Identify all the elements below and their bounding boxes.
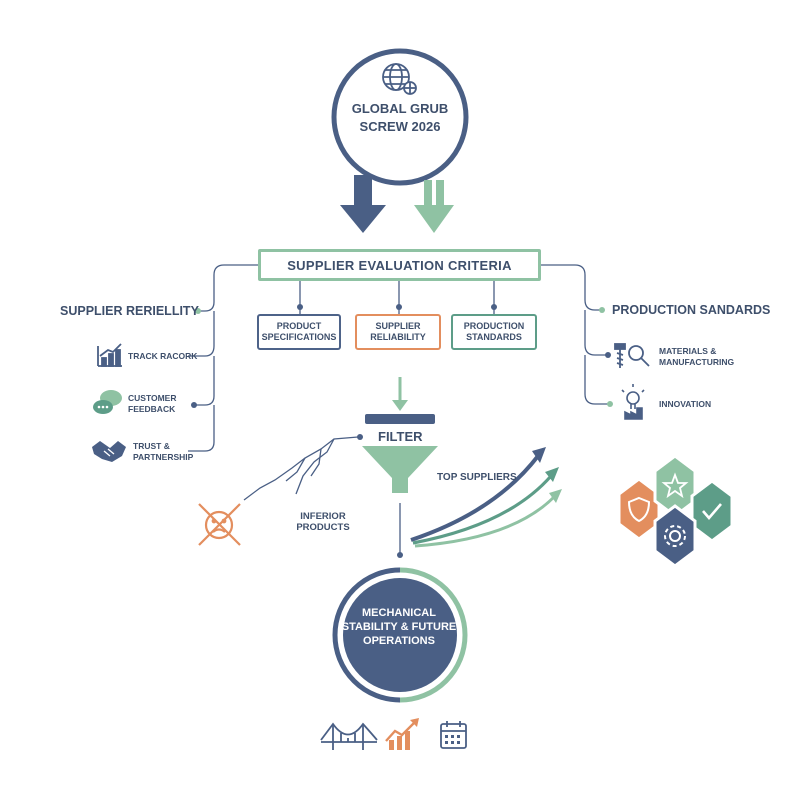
- connector-dots: [191, 304, 611, 558]
- criteria-title: SUPPLIER EVALUATION CRITERIA: [258, 249, 541, 281]
- hexagon-quality-icons: [617, 454, 734, 568]
- criteria-production-standards: PRODUCTION STANDARDS: [451, 314, 537, 350]
- shield-icon: [627, 496, 651, 523]
- speech-bubbles-icon: [93, 390, 122, 414]
- left-item-customer-feedback: CUSTOMER FEEDBACK: [128, 393, 177, 414]
- header-title: GLOBAL GRUB SCREW 2026: [351, 101, 449, 134]
- green-down-arrow: [414, 180, 454, 233]
- bar-chart-icon: [97, 343, 122, 367]
- branch-dots: [195, 307, 613, 407]
- navy-down-arrow: [340, 175, 386, 233]
- right-item-materials-manufacturing: MATERIALS & MANUFACTURING: [659, 346, 735, 367]
- connector-lines: [188, 264, 610, 555]
- criteria-supplier-reliability: SUPPLIER RELIABILITY: [355, 314, 441, 350]
- left-branch-title: SUPPLIER RERIELLITY: [60, 304, 199, 318]
- globe-icon: [382, 63, 417, 95]
- calendar-icon: [440, 721, 467, 749]
- header-circle: [331, 48, 469, 186]
- checkmark-icon: [702, 503, 722, 520]
- left-item-track-record: TRACK RACORK: [128, 351, 198, 361]
- result-circle: [332, 567, 468, 703]
- gear-icon: [664, 525, 686, 547]
- result-title: MECHANICAL STABILITY & FUTURE OPERATIONS: [341, 607, 457, 647]
- left-item-trust-partnership: TRUST & PARTNERSHIP: [133, 441, 194, 462]
- right-branch-title: PRODUCTION SANDARDS: [612, 303, 771, 317]
- criteria-product-specifications: PRODUCT SPECIFICATIONS: [257, 314, 341, 350]
- handshake-icon: [92, 441, 126, 462]
- bolt-magnifier-icon: [614, 343, 650, 368]
- lightbulb-factory-icon: [621, 384, 645, 420]
- top-suppliers-label: TOP SUPPLIERS: [437, 472, 517, 483]
- filter-funnel-icon: [362, 414, 438, 493]
- bridge-icon: [320, 722, 378, 750]
- filter-label: FILTER: [378, 429, 423, 444]
- growth-chart-icon: [385, 718, 419, 750]
- star-icon: [661, 472, 689, 499]
- crack-lines: [243, 436, 359, 501]
- right-item-innovation: INNOVATION: [659, 399, 712, 409]
- rejected-product-icon: [198, 503, 241, 546]
- inferior-products-label: INFERIOR PRODUCTS: [296, 511, 350, 533]
- top-suppliers-arrows: [410, 447, 562, 548]
- filter-input-arrow: [392, 377, 408, 411]
